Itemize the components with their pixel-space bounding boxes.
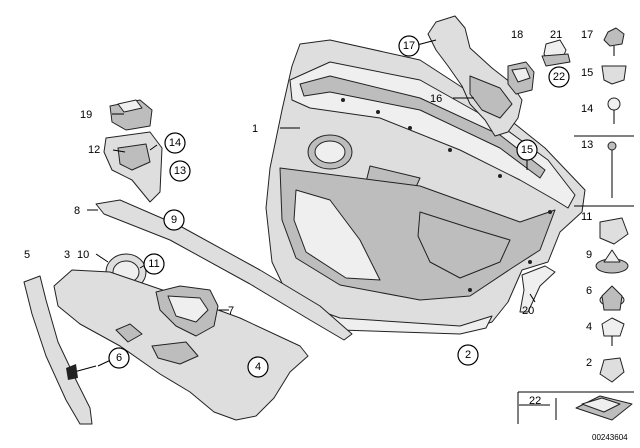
label-6: 6	[116, 352, 122, 364]
drawing-code: 00243604	[592, 433, 628, 442]
handle-housing-12	[103, 131, 163, 203]
label-12: 12	[88, 144, 100, 156]
label-16: 16	[430, 93, 442, 105]
bolt-22-detail	[517, 391, 633, 424]
callout-13: 13	[169, 160, 191, 182]
label-18: 18	[511, 29, 523, 41]
inner-door-handle-7	[155, 285, 219, 337]
label-8: 8	[74, 205, 80, 217]
label-1: 1	[252, 123, 258, 135]
label-col-4: 4	[586, 321, 592, 333]
label-col-9: 9	[586, 249, 592, 261]
callout-2: 2	[457, 344, 479, 366]
label-3: 3	[64, 249, 70, 261]
label-22: 22	[553, 71, 565, 83]
label-5: 5	[24, 249, 30, 261]
label-4: 4	[255, 361, 261, 373]
callout-6: 6	[108, 347, 130, 369]
fastener-column	[574, 27, 634, 393]
label-col-22: 22	[529, 395, 541, 407]
screw-6	[66, 364, 97, 380]
label-10: 10	[77, 249, 89, 261]
door-trim-panel	[265, 39, 586, 335]
callout-22: 22	[548, 66, 570, 88]
label-7: 7	[228, 305, 234, 317]
label-14: 14	[169, 137, 181, 149]
callout-4: 4	[247, 356, 269, 378]
callout-15: 15	[516, 139, 538, 161]
label-11: 11	[148, 258, 159, 270]
label-13: 13	[174, 165, 186, 177]
label-17: 17	[403, 40, 415, 52]
label-15: 15	[521, 144, 533, 156]
label-col-15: 15	[581, 67, 593, 79]
retainer-clip-18	[507, 61, 535, 95]
label-19: 19	[80, 109, 92, 121]
label-21: 21	[550, 29, 562, 41]
callout-11: 11	[143, 253, 165, 275]
label-col-17: 17	[581, 29, 593, 41]
clip-21	[541, 39, 571, 67]
label-col-14: 14	[581, 103, 593, 115]
trim-strip-5	[23, 275, 93, 425]
callout-9: 9	[163, 209, 185, 231]
label-col-11: 11	[581, 211, 592, 223]
label-2: 2	[465, 349, 471, 361]
label-col-6: 6	[586, 285, 592, 297]
label-9: 9	[171, 214, 177, 226]
cover-19	[109, 99, 153, 131]
label-col-13: 13	[581, 139, 593, 151]
bracket-20	[519, 265, 556, 313]
label-20: 20	[522, 305, 534, 317]
callout-17: 17	[398, 35, 420, 57]
label-col-2: 2	[586, 357, 592, 369]
callout-14: 14	[164, 132, 186, 154]
inner-carrier-bracket	[427, 15, 523, 137]
